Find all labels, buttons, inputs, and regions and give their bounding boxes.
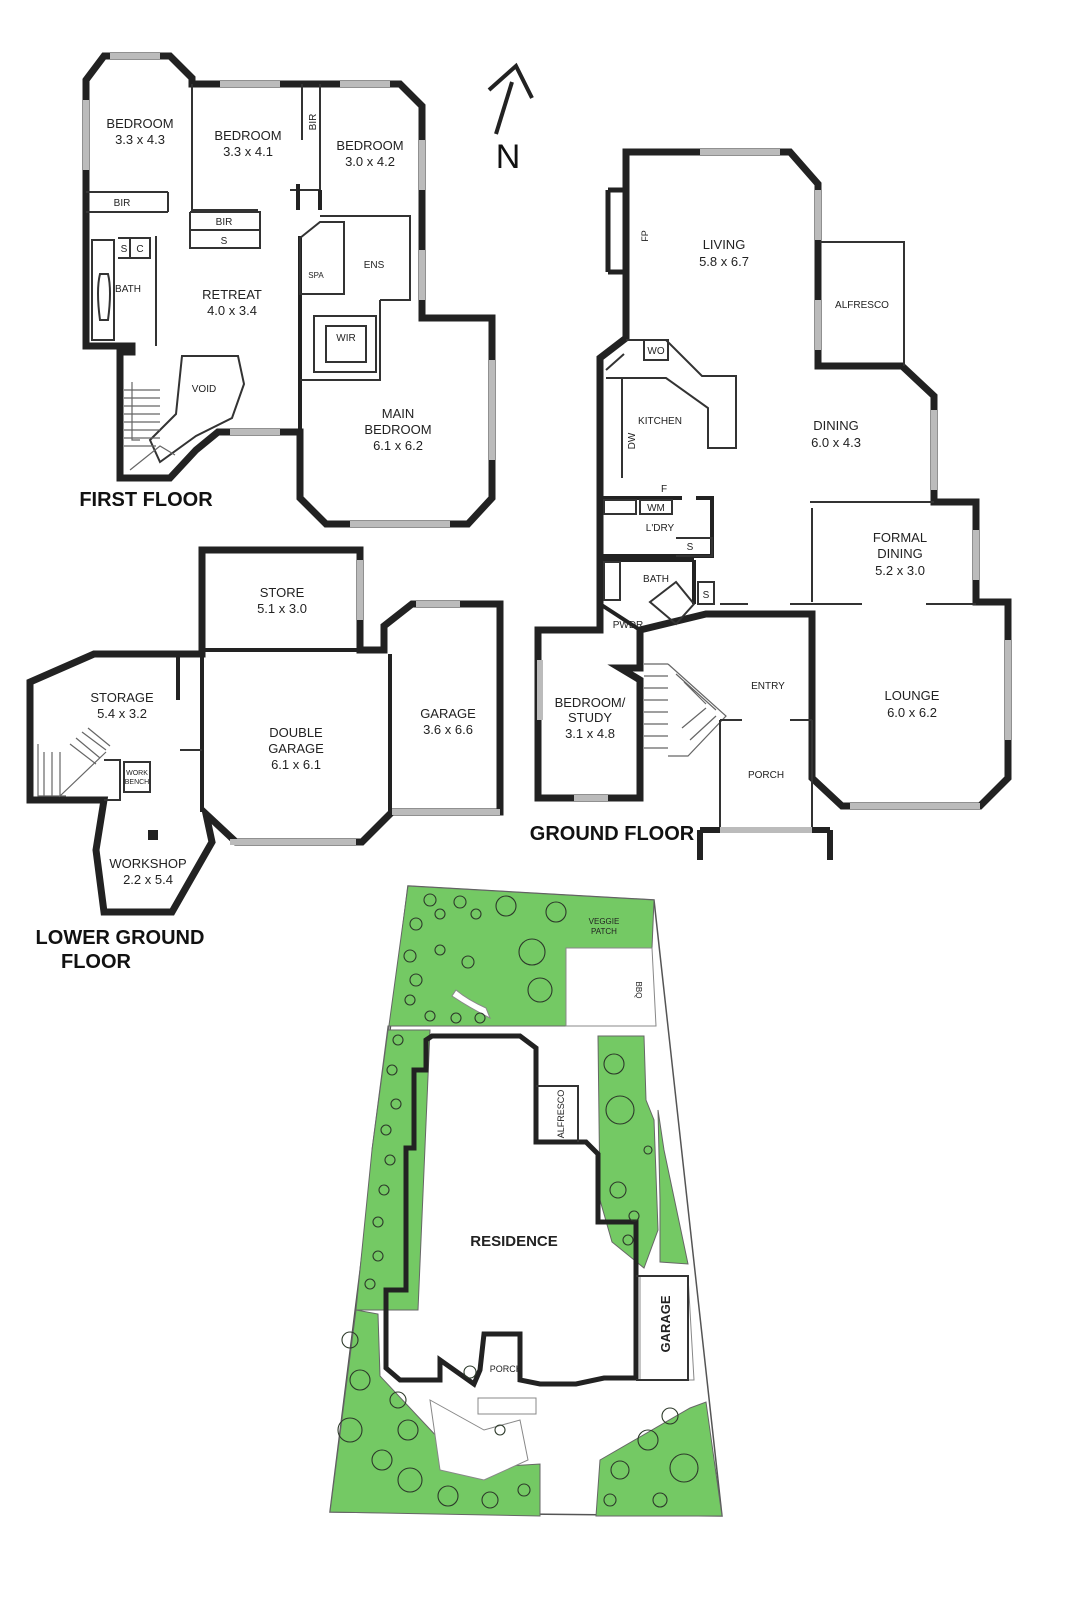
site-label-alfresco: ALFRESCO bbox=[556, 1090, 566, 1139]
label-bir-1: BIR bbox=[114, 198, 131, 209]
room-name-store: STORE bbox=[260, 585, 305, 600]
label-bir-3: BIR bbox=[308, 114, 319, 131]
room-name-formal: FORMAL bbox=[873, 530, 927, 545]
room-dims-store: 5.1 x 3.0 bbox=[257, 601, 307, 616]
room-name2-main: BEDROOM bbox=[364, 422, 431, 437]
room-dims-living: 5.8 x 6.7 bbox=[699, 254, 749, 269]
ground-floor-title: GROUND FLOOR bbox=[530, 823, 695, 845]
site-trees bbox=[337, 893, 699, 1509]
room-name-main: MAIN bbox=[382, 406, 415, 421]
room-name-dining: DINING bbox=[813, 418, 859, 433]
room-name-bed3: BEDROOM bbox=[336, 138, 403, 153]
room-dims-dgarage: 6.1 x 6.1 bbox=[271, 757, 321, 772]
room-name-lounge: LOUNGE bbox=[885, 688, 940, 703]
label-pwdr: PWDR bbox=[613, 620, 644, 631]
label-wo: WO bbox=[647, 346, 664, 357]
site-label-porch: PORCH bbox=[490, 1364, 523, 1374]
north-compass: N bbox=[487, 62, 534, 176]
label-c-bath: C bbox=[136, 244, 143, 255]
room-name-dgarage: DOUBLE bbox=[269, 725, 323, 740]
label-f: F bbox=[661, 484, 667, 495]
label-bench: BENCH bbox=[125, 779, 150, 786]
label-alfresco-ground: ALFRESCO bbox=[835, 300, 889, 311]
label-work: WORK bbox=[126, 770, 148, 777]
label-entry: ENTRY bbox=[751, 681, 785, 692]
first-floor-plan: BEDROOM 3.3 x 4.3 BEDROOM 3.3 x 4.1 BEDR… bbox=[79, 52, 496, 528]
workshop-post-icon bbox=[148, 830, 158, 840]
room-dims-bed3: 3.0 x 4.2 bbox=[345, 154, 395, 169]
room-dims-lounge: 6.0 x 6.2 bbox=[887, 705, 937, 720]
room-name-bed2: BEDROOM bbox=[214, 128, 281, 143]
north-label: N bbox=[496, 138, 521, 176]
north-arrow-icon bbox=[494, 81, 514, 135]
label-wm: WM bbox=[647, 503, 665, 514]
label-porch-ground: PORCH bbox=[748, 770, 784, 781]
site-label-patch: PATCH bbox=[591, 927, 617, 936]
label-s-ldry: S bbox=[687, 542, 694, 553]
label-ens: ENS bbox=[364, 260, 385, 271]
site-plan: RESIDENCE GARAGE PORCH ALFRESCO VEGGIE P… bbox=[329, 885, 723, 1517]
label-s-bath-ground: S bbox=[703, 590, 710, 601]
room-name-retreat: RETREAT bbox=[202, 287, 262, 302]
label-ldry: L'DRY bbox=[646, 523, 675, 534]
room-dims-dining: 6.0 x 4.3 bbox=[811, 435, 861, 450]
label-void: VOID bbox=[192, 384, 216, 395]
lower-floor-title: LOWER GROUND bbox=[36, 927, 205, 949]
lower-floor-stairs bbox=[37, 727, 111, 798]
lower-ground-floor-plan: STORE 5.1 x 3.0 STORAGE 5.4 x 3.2 DOUBLE… bbox=[26, 546, 504, 973]
room-dims-storage: 5.4 x 3.2 bbox=[97, 706, 147, 721]
room-dims-garage: 3.6 x 6.6 bbox=[423, 722, 473, 737]
label-s-bath: S bbox=[121, 244, 128, 255]
site-label-residence: RESIDENCE bbox=[470, 1233, 558, 1250]
room-name2-formal: DINING bbox=[877, 546, 923, 561]
room-dims-workshop: 2.2 x 5.4 bbox=[123, 872, 173, 887]
room-dims-bed2: 3.3 x 4.1 bbox=[223, 144, 273, 159]
room-name-living: LIVING bbox=[703, 237, 746, 252]
room-name2-dgarage: GARAGE bbox=[268, 741, 324, 756]
room-name-bed1: BEDROOM bbox=[106, 116, 173, 131]
first-floor-stairs bbox=[124, 382, 176, 471]
room-dims-bed1: 3.3 x 4.3 bbox=[115, 132, 165, 147]
room-dims-retreat: 4.0 x 3.4 bbox=[207, 303, 257, 318]
site-label-veggie: VEGGIE bbox=[589, 917, 620, 926]
label-kitchen: KITCHEN bbox=[638, 416, 682, 427]
label-bath-ground: BATH bbox=[643, 574, 669, 585]
room-dims-study: 3.1 x 4.8 bbox=[565, 726, 615, 741]
room-name-workshop: WORKSHOP bbox=[109, 856, 186, 871]
label-s-first: S bbox=[221, 236, 228, 247]
room-name-study: BEDROOM/ bbox=[555, 695, 626, 710]
room-name2-study: STUDY bbox=[568, 710, 612, 725]
label-spa: SPA bbox=[308, 271, 324, 280]
room-dims-formal: 5.2 x 3.0 bbox=[875, 563, 925, 578]
first-floor-title: FIRST FLOOR bbox=[79, 489, 213, 511]
site-label-garage: GARAGE bbox=[658, 1295, 673, 1352]
site-label-bbq: BBQ bbox=[634, 982, 643, 999]
ground-floor-stairs bbox=[644, 663, 727, 757]
room-dims-main: 6.1 x 6.2 bbox=[373, 438, 423, 453]
label-fp: FP bbox=[640, 230, 650, 242]
lower-floor-title2: FLOOR bbox=[61, 951, 132, 973]
room-name-garage: GARAGE bbox=[420, 706, 476, 721]
label-wir: WIR bbox=[336, 333, 355, 344]
label-bath-first: BATH bbox=[115, 284, 141, 295]
ground-floor-plan: LIVING 5.8 x 6.7 DINING 6.0 x 4.3 FORMAL… bbox=[530, 148, 1012, 860]
room-name-storage: STORAGE bbox=[90, 690, 154, 705]
label-dw: DW bbox=[627, 432, 638, 449]
label-bir-2: BIR bbox=[216, 217, 233, 228]
north-arrow-head-icon bbox=[487, 62, 534, 99]
